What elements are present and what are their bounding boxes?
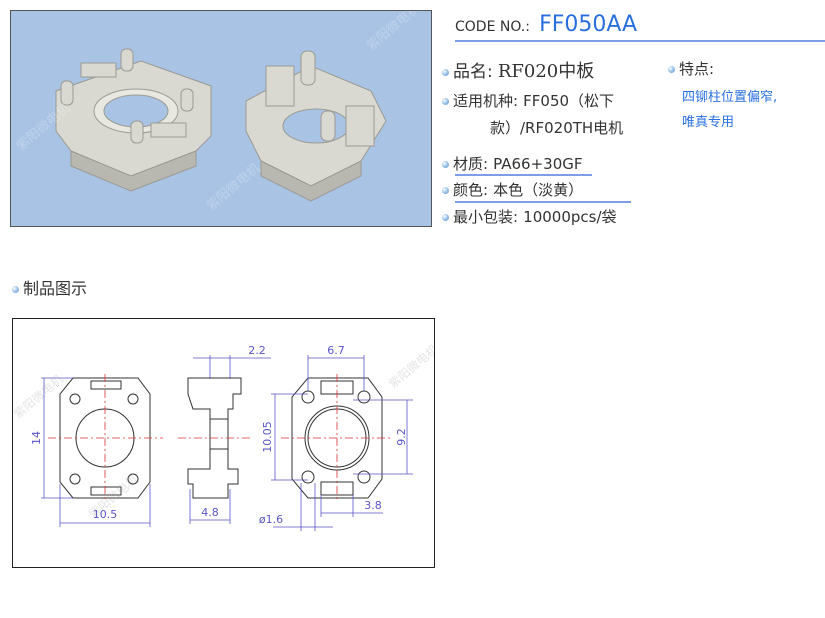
center-lines bbox=[48, 374, 393, 502]
product-render: 紫阳微电机 紫阳微电机 紫阳微电机 bbox=[14, 1, 423, 214]
spec-label: 颜色: bbox=[453, 181, 489, 199]
spec-value: RF020中板 bbox=[497, 61, 595, 82]
dim-thickness: 4.8 bbox=[201, 506, 219, 519]
spec-value: 本色（淡黄） bbox=[493, 181, 584, 199]
features-label: 特点: bbox=[679, 60, 715, 78]
dim-hole-dia: ø1.6 bbox=[259, 513, 283, 526]
technical-drawing: 14 10.5 2.2 4.8 6.7 10.05 9.2 3.8 ø1.6 紫… bbox=[11, 318, 441, 568]
bullet-icon bbox=[442, 214, 449, 221]
bullet-icon bbox=[442, 187, 449, 194]
code-value: FF050AA bbox=[539, 12, 638, 37]
svg-text:紫阳微电机: 紫阳微电机 bbox=[204, 161, 263, 214]
feature-line: 唯真专用 bbox=[682, 115, 735, 130]
spec-material: 材质: PA66+30GF bbox=[442, 153, 583, 174]
spec-label: 材质: bbox=[453, 155, 489, 173]
code-number: CODE NO.: FF050AA bbox=[455, 12, 637, 37]
dim-top-offset: 2.2 bbox=[248, 344, 266, 357]
code-label: CODE NO.: bbox=[455, 19, 530, 35]
section-title-text: 制品图示 bbox=[23, 279, 88, 298]
spec-value-line2: 款）/RF020TH电机 bbox=[490, 119, 624, 137]
dimension-lines bbox=[41, 355, 413, 531]
bullet-icon bbox=[442, 98, 449, 105]
svg-text:紫阳微电机: 紫阳微电机 bbox=[386, 342, 434, 391]
spec-color: 颜色: 本色（淡黄） bbox=[442, 179, 583, 200]
dim-hole-pitch-x: 6.7 bbox=[327, 344, 345, 357]
divider bbox=[455, 201, 631, 203]
spec-label: 适用机种: bbox=[453, 92, 519, 110]
dim-height: 14 bbox=[30, 431, 43, 445]
features-heading: 特点: bbox=[668, 58, 714, 79]
svg-text:紫阳微电机: 紫阳微电机 bbox=[13, 372, 66, 421]
side-view-outline bbox=[187, 377, 242, 499]
dim-slot-width: 3.8 bbox=[364, 499, 382, 512]
spec-label: 品名: bbox=[453, 62, 493, 82]
spec-compatible-model: 适用机种: FF050（松下 bbox=[442, 90, 614, 111]
drawing-svg: 14 10.5 2.2 4.8 6.7 10.05 9.2 3.8 ø1.6 紫… bbox=[11, 342, 441, 531]
product-photo: 紫阳微电机 紫阳微电机 紫阳微电机 bbox=[10, 1, 432, 227]
bullet-icon bbox=[442, 161, 449, 168]
divider bbox=[455, 174, 592, 176]
spec-value: PA66+30GF bbox=[493, 155, 583, 173]
dim-ring-height: 9.2 bbox=[395, 428, 408, 446]
spec-label: 最小包装: bbox=[453, 208, 519, 226]
spec-value: FF050（松下 bbox=[523, 92, 615, 110]
back-view-outline bbox=[291, 377, 383, 499]
spec-name: 品名: RF020中板 bbox=[442, 57, 594, 83]
bullet-icon bbox=[442, 69, 449, 76]
front-view-outline bbox=[59, 377, 151, 499]
spec-min-package: 最小包装: 10000pcs/袋 bbox=[442, 206, 617, 227]
header-divider bbox=[455, 40, 825, 42]
svg-text:紫阳微电机: 紫阳微电机 bbox=[364, 11, 423, 54]
spec-value: 10000pcs/袋 bbox=[523, 208, 617, 226]
bullet-icon bbox=[668, 66, 675, 73]
bullet-icon bbox=[12, 286, 19, 293]
dim-hole-pitch-y: 10.05 bbox=[261, 421, 274, 453]
section-title: 制品图示 bbox=[12, 275, 87, 299]
dim-width: 10.5 bbox=[93, 508, 118, 521]
feature-line: 四铆柱位置偏窄, bbox=[682, 90, 778, 105]
